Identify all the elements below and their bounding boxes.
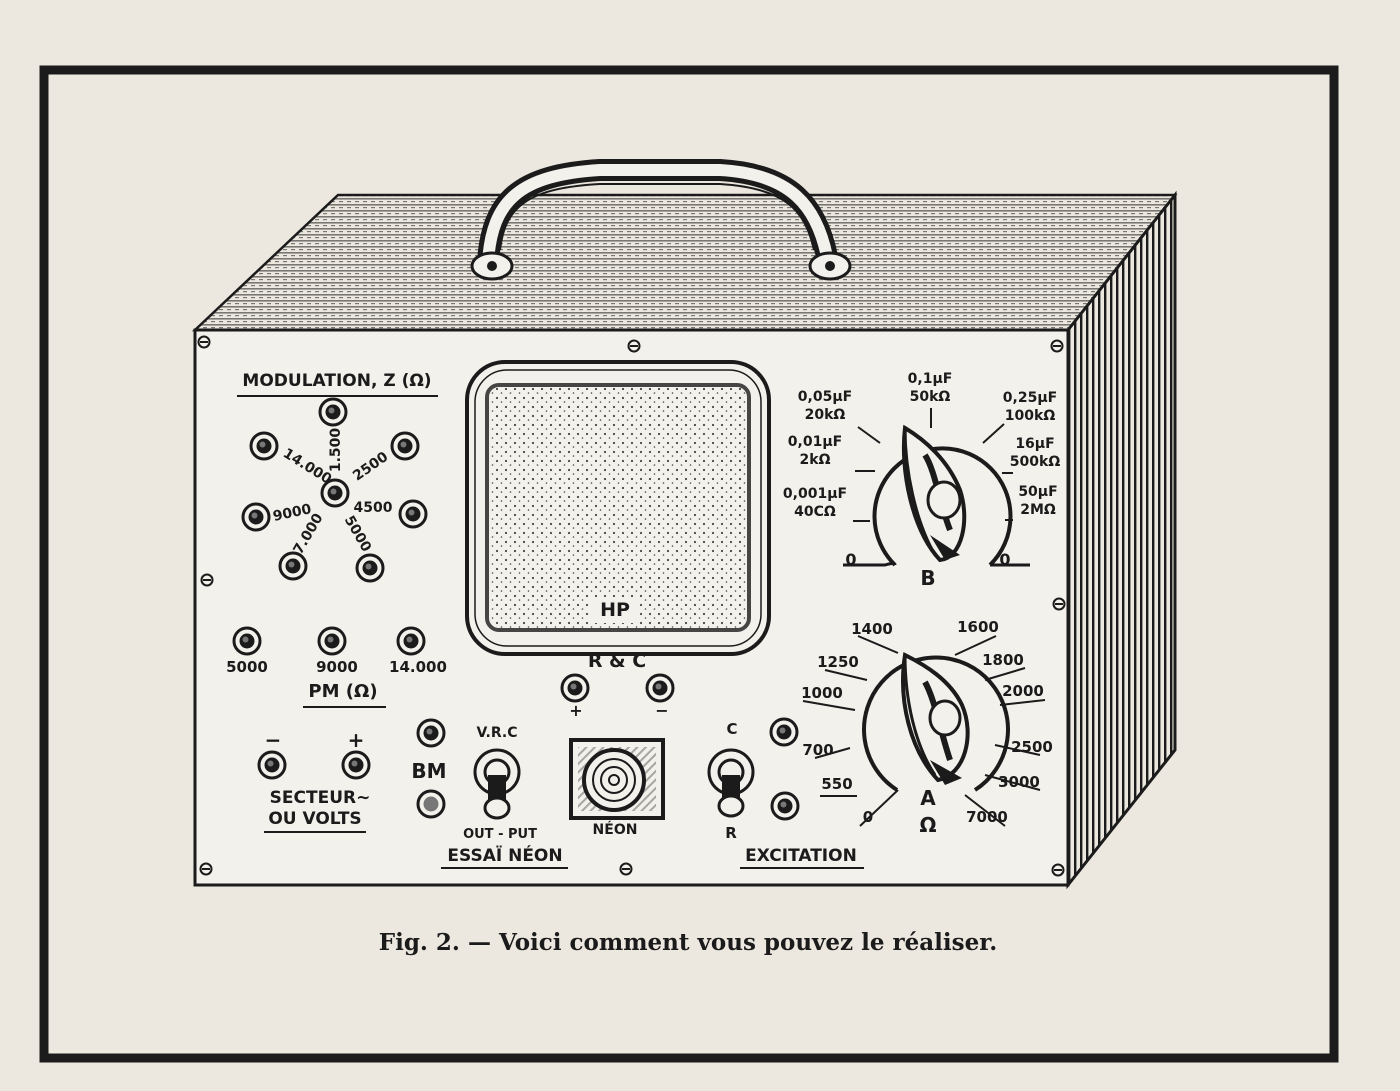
carry-handle (470, 159, 852, 281)
dial-b-label-005-line1: 0,05μF (798, 389, 852, 405)
pm-label-14000: 14.000 (389, 658, 447, 676)
dial-a-letter: A (920, 786, 936, 810)
dial-a-label-1800: 1800 (982, 651, 1024, 669)
pm-label-9000: 9000 (316, 658, 358, 676)
dial-b-label-0-right: 0 (999, 550, 1010, 569)
dial-b-label-005: 0,05μF 20kΩ (798, 389, 852, 423)
figure-caption: Fig. 2. — Voici comment vous pouvez le r… (379, 929, 997, 956)
neon-label: NÉON (593, 821, 638, 838)
modulation-title: MODULATION, Z (Ω) (242, 371, 431, 391)
rc-minus-label: − (655, 701, 668, 720)
vrc-switch-label: V.R.C (477, 725, 518, 741)
speaker-grille: HP (465, 360, 771, 656)
dial-a-label-3000: 3000 (998, 773, 1040, 791)
dial-b-label-16: 16μF 500kΩ (1010, 436, 1061, 470)
dial-b-label-0001-line1: 0,001μF (783, 486, 847, 502)
dial-b-label-0001-line2: 40CΩ (794, 504, 836, 520)
dial-a (802, 635, 1046, 827)
case-side-face (1068, 195, 1175, 885)
dial-a-label-1250: 1250 (817, 653, 859, 671)
dial-b-label-16-line1: 16μF (1015, 436, 1054, 452)
dial-b-label-001: 0,01μF 2kΩ (788, 434, 842, 468)
rc-jacks (560, 673, 675, 703)
panel-screws (197, 335, 1066, 877)
excitation-jacks (769, 717, 800, 821)
dial-b-letter: B (920, 566, 935, 590)
dial-b-label-01: 0,1μF 50kΩ (908, 371, 953, 405)
neon-lamp (569, 738, 665, 820)
modulation-label-9000: 9000 (271, 501, 313, 525)
bm-label: BM (411, 759, 446, 783)
dial-a-label-2000: 2000 (1002, 682, 1044, 700)
dial-a-label-550: 550 (821, 775, 852, 793)
dial-b (843, 408, 1030, 567)
dial-b-label-025: 0,25μF 100kΩ (1003, 390, 1057, 424)
secteur-minus-label: − (265, 728, 282, 752)
secteur-jacks (257, 750, 371, 780)
dial-b-label-01-line1: 0,1μF (908, 371, 953, 387)
dial-b-label-50: 50μF 2MΩ (1018, 484, 1057, 518)
dial-a-label-1400: 1400 (851, 620, 893, 638)
dial-b-label-50-text: 50μF 2MΩ (1018, 484, 1057, 518)
pm-title: PM (Ω) (308, 681, 377, 702)
dial-a-label-0: 0 (863, 808, 873, 826)
dial-b-label-025-text: 0,25μF 100kΩ (1003, 390, 1057, 424)
dial-a-label-1000: 1000 (801, 684, 843, 702)
excitation-title: EXCITATION (745, 846, 857, 866)
dial-b-label-01-text: 0,1μF 50kΩ (908, 371, 953, 405)
dial-a-unit: Ω (919, 813, 936, 837)
dial-a-label-1600: 1600 (957, 618, 999, 636)
modulation-label-4500: 4500 (354, 500, 393, 516)
dial-b-label-0001-text: 0,001μF 40CΩ (783, 486, 847, 520)
dial-b-label-025-line1: 0,25μF (1003, 390, 1057, 406)
dial-b-label-0-left: 0 (845, 550, 856, 569)
pm-jacks (232, 626, 426, 656)
speaker-label: HP (600, 599, 630, 621)
dial-b-label-0001: 0,001μF 40CΩ (783, 486, 847, 520)
dial-b-label-001-line1: 0,01μF (788, 434, 842, 450)
vrc-toggle-switch (473, 748, 521, 820)
dial-a-label-7000: 7000 (966, 808, 1008, 826)
secteur-line1: SECTEUR∼ (270, 788, 371, 808)
dial-a-label-2500: 2500 (1011, 738, 1053, 756)
dial-b-label-001-text: 0,01μF 2kΩ (788, 434, 842, 468)
bm-jacks (416, 718, 446, 819)
excitation-r-label: R (725, 824, 737, 842)
excitation-c-label: C (726, 720, 737, 738)
dial-b-label-16-line2: 500kΩ (1010, 454, 1061, 470)
dial-b-label-01-line2: 50kΩ (910, 389, 951, 405)
pm-label-5000: 5000 (226, 658, 268, 676)
output-switch-label: OUT - PUT (463, 827, 537, 842)
rc-label: R & C (588, 650, 646, 672)
case-top-face (195, 195, 1175, 330)
essai-neon-title: ESSAÏ NÉON (447, 844, 562, 866)
dial-b-label-001-line2: 2kΩ (800, 452, 831, 468)
modulation-label-1500: 1.500 (328, 428, 344, 473)
dial-a-label-700: 700 (802, 741, 833, 759)
dial-b-label-16-text: 16μF 500kΩ (1010, 436, 1061, 470)
dial-b-label-50-line1: 50μF (1018, 484, 1057, 500)
dial-b-label-005-text: 0,05μF 20kΩ (798, 389, 852, 423)
rc-plus-label: + (569, 701, 582, 720)
dial-b-label-025-line2: 100kΩ (1005, 408, 1056, 424)
dial-b-label-50-line2: 2MΩ (1020, 502, 1056, 518)
modulation-jacks (241, 397, 428, 583)
secteur-plus-label: + (348, 728, 365, 752)
dial-b-label-005-line2: 20kΩ (805, 407, 846, 423)
excitation-toggle-switch (707, 748, 755, 818)
secteur-line2: OU VOLTS (268, 809, 361, 829)
